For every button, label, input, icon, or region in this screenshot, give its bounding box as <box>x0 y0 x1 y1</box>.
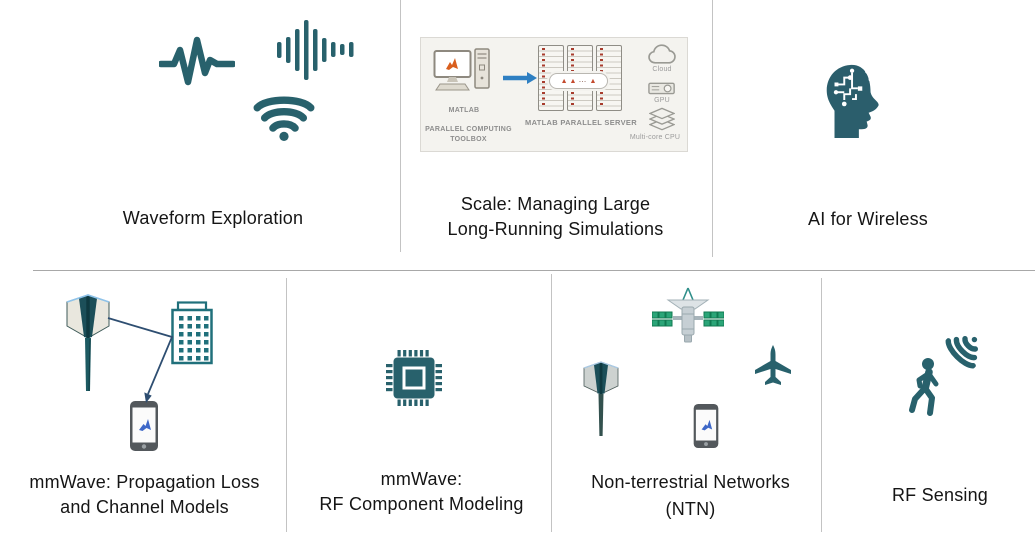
walking-person-icon <box>909 358 939 416</box>
workstation-icon <box>433 48 490 91</box>
airplane-icon <box>755 345 791 385</box>
building-icon <box>171 301 213 365</box>
matlab-parallel-diagram: MATLAB PARALLEL COMPUTING TOOLBOX ▲ ▲ … … <box>420 37 688 152</box>
topic-label-scale-line1: Scale: Managing Large <box>460 194 651 214</box>
topic-label-mmwave-prop-line1: mmWave: Propagation Loss <box>29 472 260 492</box>
wifi-icon <box>253 96 315 141</box>
brain-circuit-head-icon <box>826 64 879 139</box>
topic-label-rf-sensing: RF Sensing <box>891 485 989 505</box>
topic-label-mmwave-rf-line1: mmWave: <box>380 469 463 489</box>
cloud-icon <box>648 44 676 64</box>
divider-bottom-vertical-3 <box>821 278 822 532</box>
multicore-cpu-icon <box>649 107 675 131</box>
flow-arrow-icon <box>503 72 537 84</box>
resource-label-cloud: Cloud <box>652 66 672 73</box>
audio-bars-icon <box>277 20 354 80</box>
chip-icon <box>386 350 442 406</box>
workstation-label: MATLAB <box>448 107 480 114</box>
pulse-waveform-icon <box>159 36 235 86</box>
antenna-tower-icon <box>583 361 619 436</box>
topic-label-mmwave-rf-line2: RF Component Modeling <box>319 494 524 514</box>
smartphone-matlab-icon <box>130 401 158 451</box>
resource-label-gpu: GPU <box>654 97 670 104</box>
radar-waves-icon <box>945 335 979 369</box>
divider-horizontal <box>33 270 1035 271</box>
topic-label-ntn-line1: Non-terrestrial Networks <box>591 472 790 492</box>
topic-label-scale-line2: Long-Running Simulations <box>447 219 664 239</box>
divider-bottom-vertical-1 <box>286 278 287 532</box>
divider-bottom-vertical-2 <box>551 274 552 532</box>
toolbox-label-line2: TOOLBOX <box>450 136 487 143</box>
ellipsis-dots: … <box>578 74 588 84</box>
resource-label-cpu: Multi-core CPU <box>629 134 681 141</box>
matlab-worker-icon: ▲ <box>589 77 597 85</box>
divider-top-vertical-1 <box>400 0 401 252</box>
satellite-icon <box>652 287 724 343</box>
gpu-icon <box>648 82 675 95</box>
antenna-tower-icon <box>66 294 110 392</box>
matlab-workers-pill: ▲ ▲ … ▲ <box>549 73 608 89</box>
signal-path-arrow <box>107 317 174 403</box>
toolbox-label-line1: PARALLEL COMPUTING <box>425 126 512 133</box>
topic-label-ai-for-wireless: AI for Wireless <box>807 209 929 229</box>
topic-label-mmwave-prop-line2: and Channel Models <box>60 497 229 517</box>
divider-top-vertical-2 <box>712 0 713 257</box>
matlab-worker-icon: ▲ <box>569 77 577 85</box>
smartphone-matlab-icon <box>693 404 719 448</box>
matlab-worker-icon: ▲ <box>560 77 568 85</box>
server-label: MATLAB PARALLEL SERVER <box>525 118 637 127</box>
topic-label-waveform-exploration: Waveform Exploration <box>122 208 304 228</box>
topic-label-ntn-line2: (NTN) <box>665 499 716 519</box>
